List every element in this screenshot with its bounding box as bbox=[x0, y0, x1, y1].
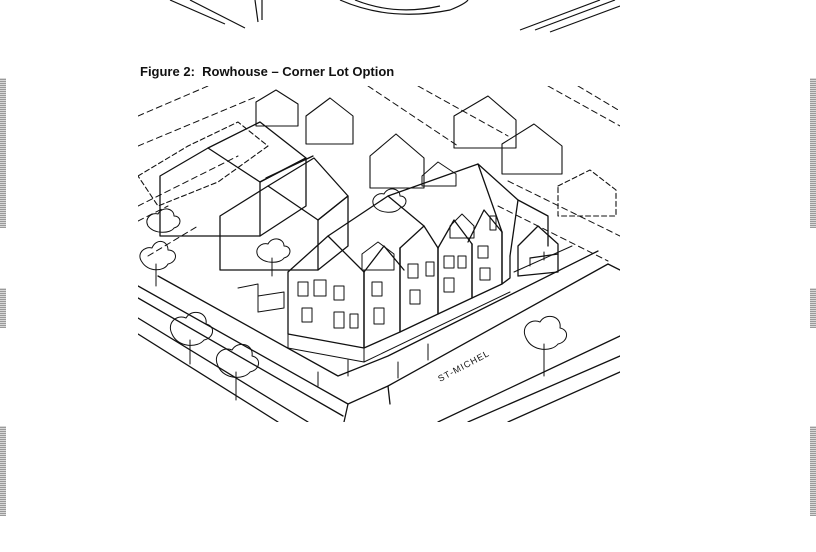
street-trees bbox=[139, 188, 567, 401]
rowhouse-corner-lot-sketch: ST-MICHEL bbox=[138, 86, 620, 422]
background-houses bbox=[138, 89, 617, 217]
front-yards bbox=[237, 245, 573, 363]
block-outline bbox=[138, 250, 620, 422]
scan-edge-right bbox=[810, 0, 816, 552]
previous-figure-fragment bbox=[169, 0, 620, 33]
scan-edge-left bbox=[0, 0, 6, 552]
neighbour-buildings bbox=[159, 121, 349, 271]
figure-caption: Figure 2: Rowhouse – Corner Lot Option bbox=[140, 64, 395, 79]
rowhouse-block bbox=[287, 161, 559, 349]
street-label: ST-MICHEL bbox=[436, 348, 491, 384]
